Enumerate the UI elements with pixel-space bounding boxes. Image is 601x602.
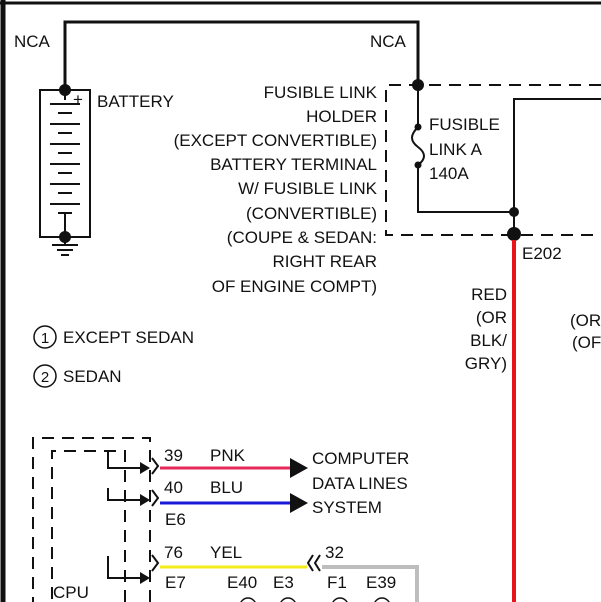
legend-marker-2 [33, 364, 57, 388]
computer-line-1: COMPUTER [312, 449, 409, 468]
legend-marker-1 [33, 325, 57, 349]
connector-e202-label: E202 [522, 244, 562, 263]
fusible-link-icon [411, 126, 425, 166]
computer-line-3: SYSTEM [312, 498, 382, 517]
wire-color-line-1: RED [471, 285, 507, 304]
blue-wire-arrow [290, 493, 308, 513]
pin-76-number: 76 [164, 543, 183, 562]
red-wire-color-label: RED (OR BLK/ GRY) [465, 285, 507, 373]
connector-e3-label: E3 [273, 573, 294, 592]
holder-line-9: OF ENGINE COMPT) [212, 277, 377, 296]
nca-left-label: NCA [14, 32, 51, 51]
pin-39-number: 39 [164, 446, 183, 465]
fusible-link-holder-description: FUSIBLE LINK HOLDER (EXCEPT CONVERTIBLE)… [174, 83, 378, 296]
connector-e7-pin-76 [151, 554, 160, 572]
right-branch-wire [513, 98, 601, 212]
bottom-variant-markers [240, 597, 390, 602]
connector-32-left [306, 554, 314, 572]
connector-32-right [313, 554, 321, 572]
wire-color-line-4: GRY) [465, 354, 507, 373]
wire-color-line-3: BLK/ [470, 331, 507, 350]
holder-line-2: HOLDER [306, 107, 377, 126]
legend-number-1: 1 [41, 330, 49, 347]
pin-39-color: PNK [210, 446, 246, 465]
pin-76-color: YEL [210, 543, 242, 562]
fusible-link-line-1: FUSIBLE [429, 115, 500, 134]
cut-off-label-2: (OF [572, 333, 601, 352]
legend-number-2: 2 [41, 369, 49, 386]
fusible-link-lead-bottom [417, 165, 514, 213]
holder-line-7: (COUPE & SEDAN: [227, 228, 377, 247]
cut-off-label-1: (OR [570, 311, 601, 330]
legend-text-2: SEDAN [63, 367, 122, 386]
wire-color-line-2: (OR [476, 308, 507, 327]
cpu-internal-arrows [107, 452, 150, 584]
fusible-link-line-2: LINK A [429, 140, 483, 159]
battery-positive-wire [63, 20, 420, 90]
legend: 1 EXCEPT SEDAN 2 SEDAN [33, 325, 194, 388]
ground-icon [52, 237, 78, 256]
battery-plus-sign: + [73, 90, 83, 109]
cpu-label: CPU [53, 583, 89, 602]
connector-f1-label: F1 [327, 573, 347, 592]
connector-e6-pin-40 [151, 489, 160, 507]
cpu-box [51, 450, 126, 602]
connector-e6-pin-39 [151, 457, 160, 475]
fusible-link-line-3: 140A [429, 164, 469, 183]
connector-e39-label: E39 [366, 573, 396, 592]
holder-line-1: FUSIBLE LINK [264, 83, 378, 102]
battery-positive-terminal [59, 84, 71, 96]
connector-e202-pin [507, 227, 521, 241]
computer-line-2: DATA LINES [312, 474, 408, 493]
connector-e40-label: E40 [227, 573, 257, 592]
connector-e6-label: E6 [165, 510, 186, 529]
fusible-link-holder-box [385, 84, 601, 236]
holder-line-8: RIGHT REAR [272, 252, 377, 271]
holder-line-4: BATTERY TERMINAL [210, 155, 377, 174]
computer-module-box [32, 437, 151, 602]
gray-wire [322, 565, 419, 602]
battery-symbol [39, 89, 91, 238]
connector-e7-label: E7 [165, 573, 186, 592]
holder-line-6: (CONVERTIBLE) [246, 204, 377, 223]
holder-line-5: W/ FUSIBLE LINK [238, 179, 378, 198]
pink-wire-arrow [290, 458, 308, 478]
pin-40-number: 40 [164, 478, 183, 497]
pin-40-color: BLU [210, 478, 243, 497]
holder-line-3: (EXCEPT CONVERTIBLE) [174, 131, 377, 150]
pin-32-number: 32 [325, 543, 344, 562]
nca-right-label: NCA [370, 32, 407, 51]
battery-label: BATTERY [97, 92, 174, 111]
legend-text-1: EXCEPT SEDAN [63, 328, 194, 347]
